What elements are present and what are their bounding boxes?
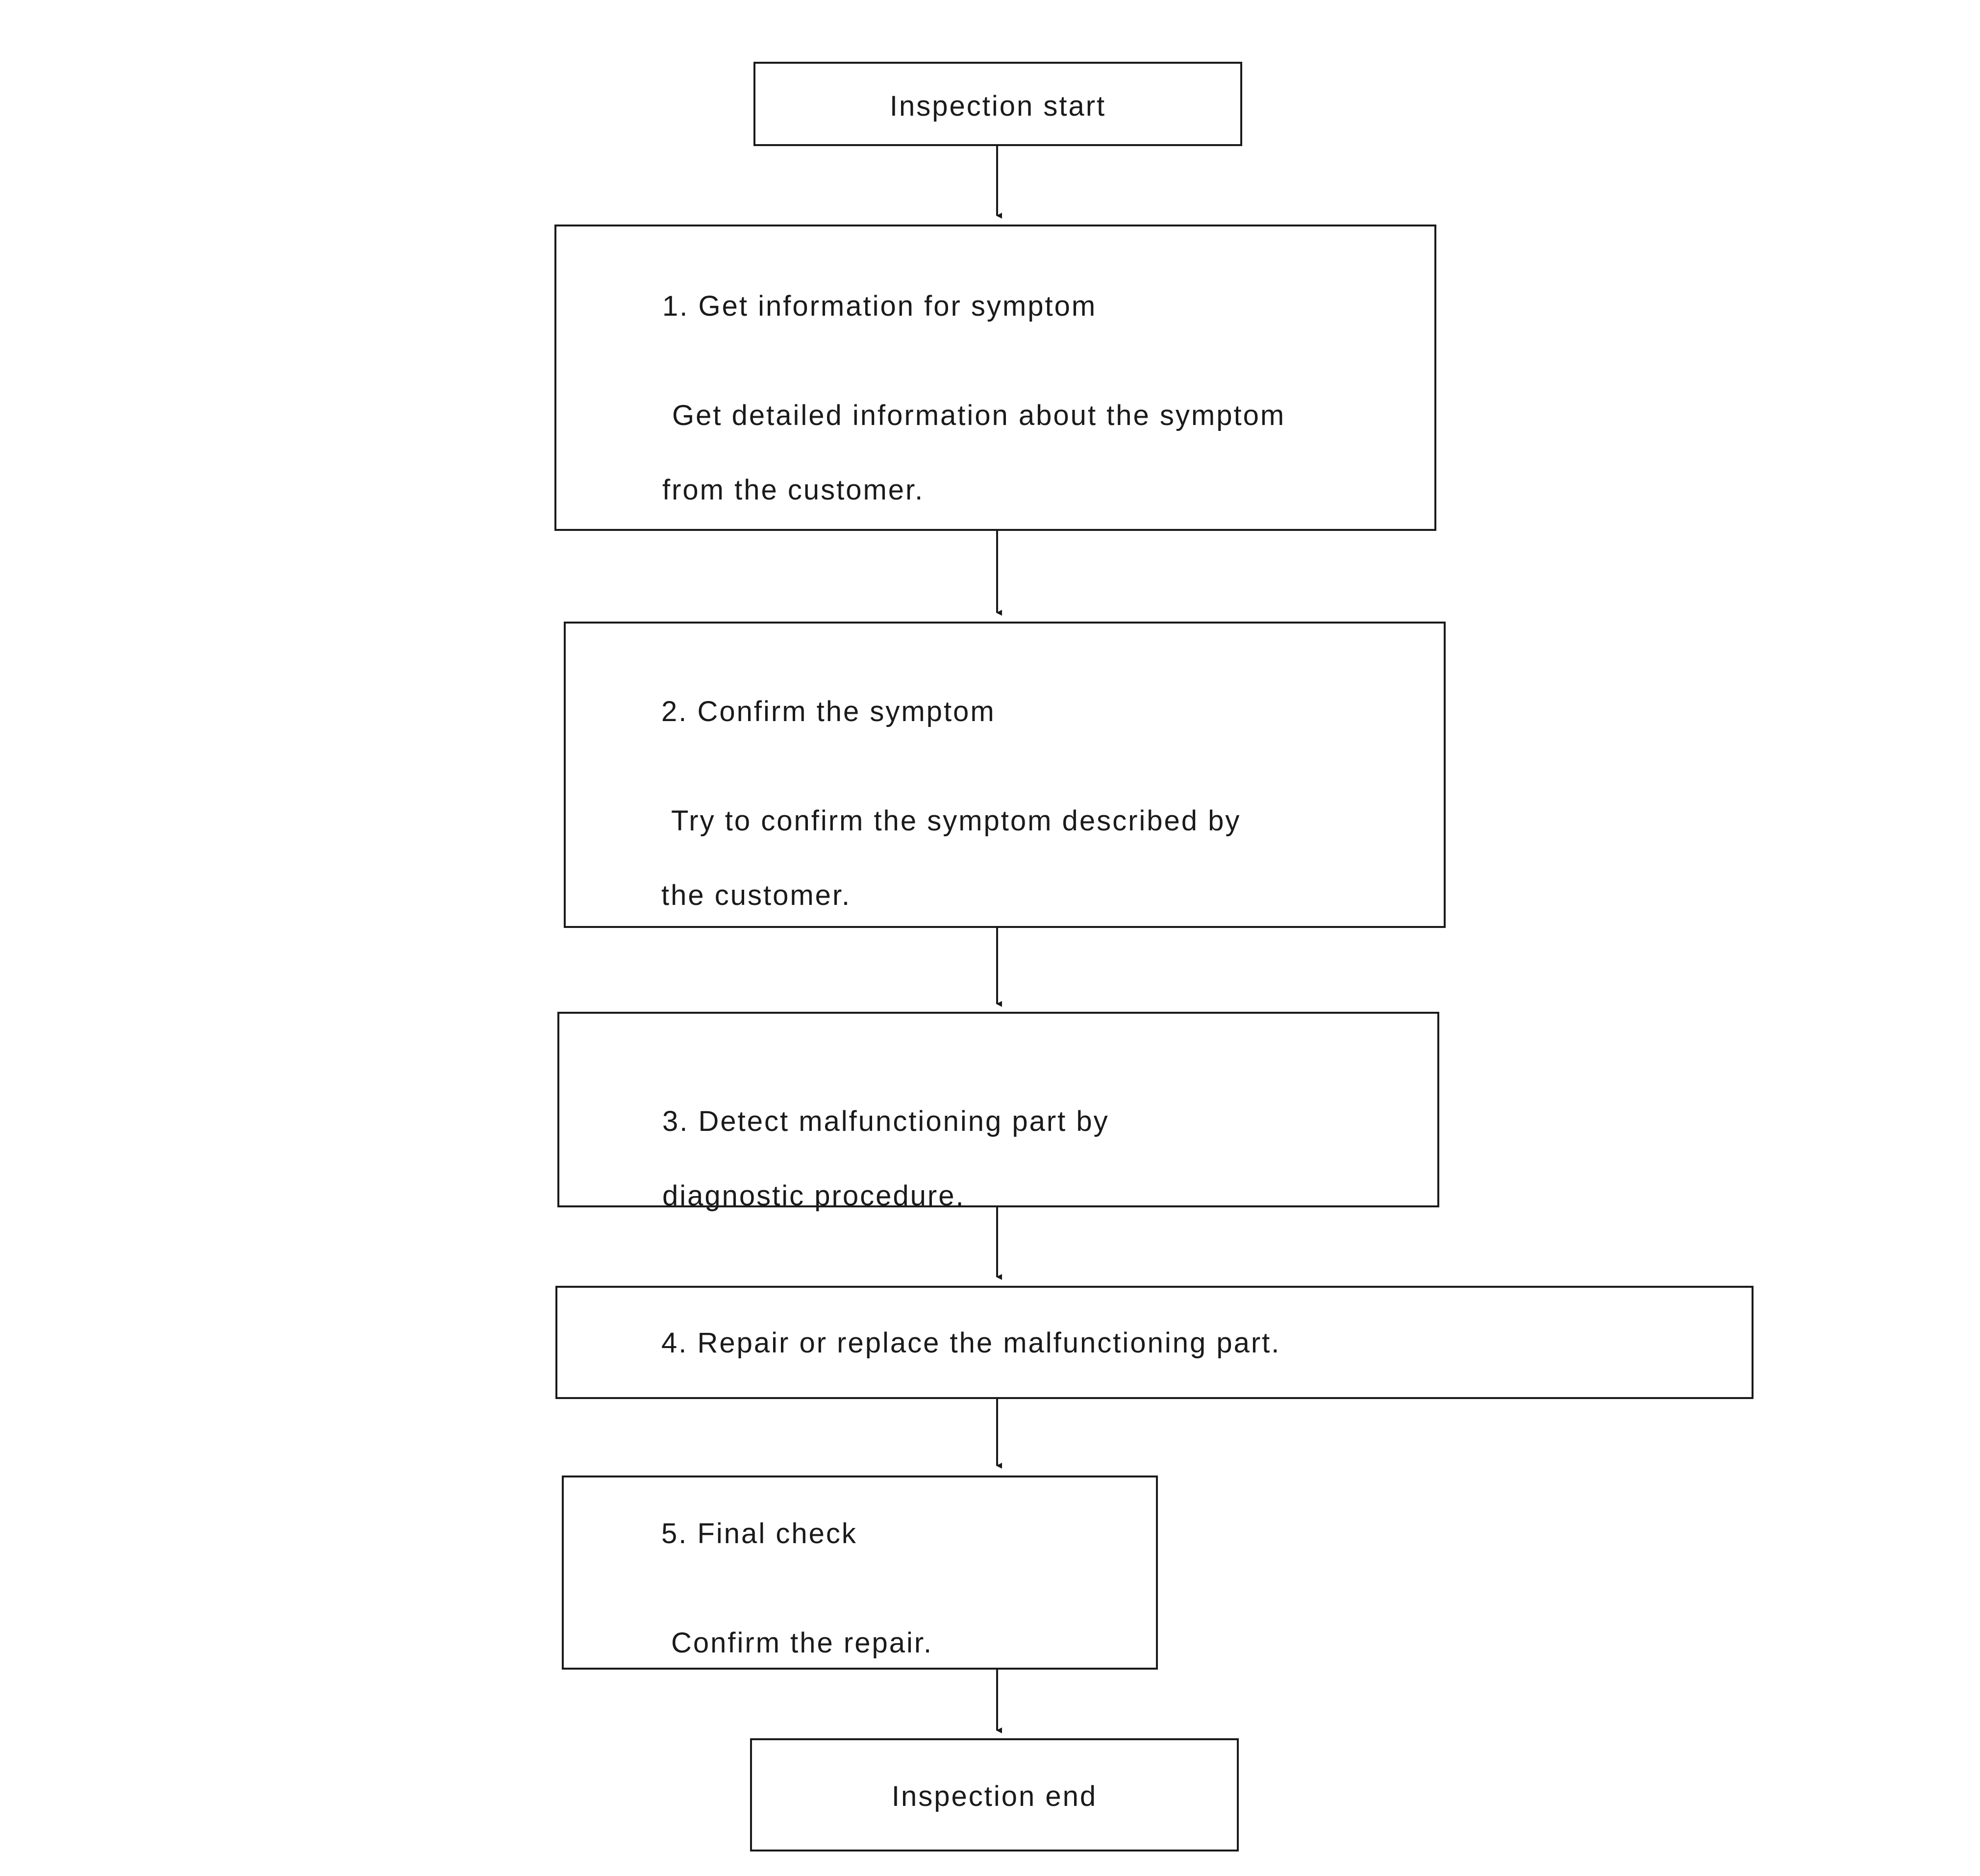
step-4-box: 4. Repair or replace the malfunctioning … xyxy=(555,1286,1754,1399)
step-5-title: 5. Final check xyxy=(661,1518,857,1550)
step-3-title: 3. Detect malfunctioning part by diagnos… xyxy=(662,1066,1109,1252)
step-3-title-line-2: diagnostic procedure. xyxy=(662,1180,965,1212)
start-label: Inspection start xyxy=(889,90,1106,122)
step-1-description-line-2: from the customer. xyxy=(662,474,925,506)
start-box: Inspection start xyxy=(753,62,1242,146)
step-1-box: 1. Get information for symptom Get detai… xyxy=(554,225,1436,531)
step-4-title: 4. Repair or replace the malfunctioning … xyxy=(661,1327,1281,1359)
step-1-description-line-1: Get detailed information about the sympt… xyxy=(672,400,1286,431)
step-3-box: 3. Detect malfunctioning part by diagnos… xyxy=(557,1012,1439,1212)
step-2-title: 2. Confirm the symptom xyxy=(661,696,996,727)
step-2-box: 2. Confirm the symptom Try to confirm th… xyxy=(564,622,1446,928)
end-label: Inspection end xyxy=(891,1780,1098,1812)
step-2-description: Try to confirm the symptom described by … xyxy=(661,765,1241,951)
step-5-description-line-1: Confirm the repair. xyxy=(671,1627,933,1659)
step-3-title-line-1: 3. Detect malfunctioning part by xyxy=(662,1105,1109,1137)
step-2-description-line-2: the customer. xyxy=(661,879,852,911)
step-2-description-line-1: Try to confirm the symptom described by xyxy=(671,805,1241,837)
step-1-title: 1. Get information for symptom xyxy=(662,290,1097,322)
end-box: Inspection end xyxy=(750,1738,1239,1851)
step-5-description: Confirm the repair. xyxy=(661,1587,933,1699)
step-1-description: Get detailed information about the sympt… xyxy=(662,360,1285,546)
step-5-box: 5. Final check Confirm the repair. xyxy=(562,1476,1158,1670)
